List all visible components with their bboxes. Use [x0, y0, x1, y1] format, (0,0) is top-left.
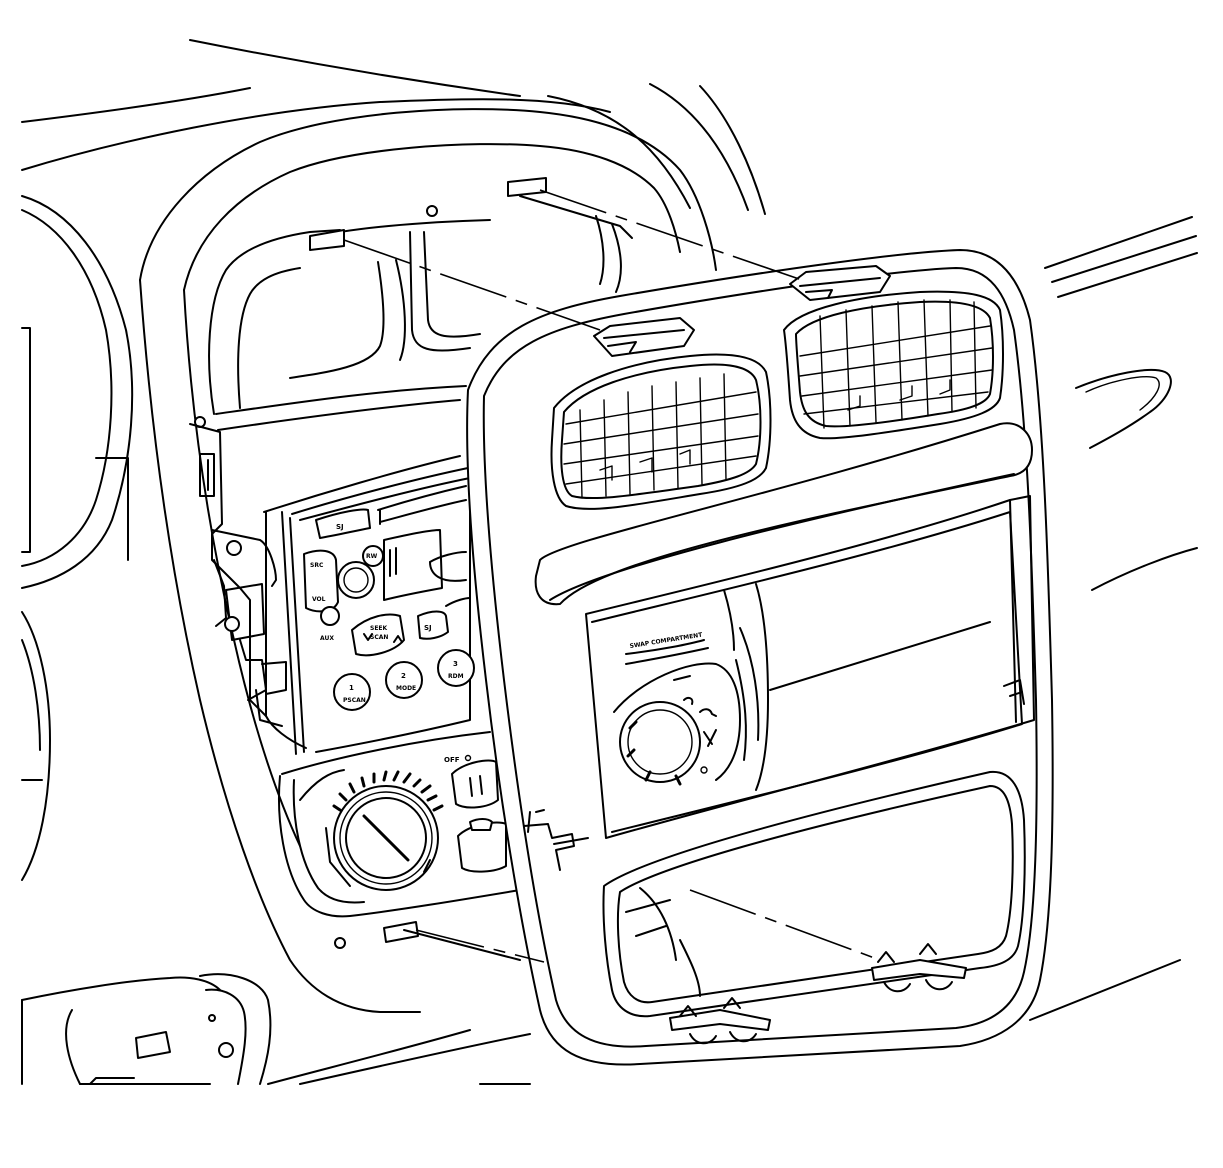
volume-top-label: SRC: [310, 562, 324, 569]
floor-console-detail: [21, 999, 135, 1085]
preset-label-3: 3: [453, 660, 458, 668]
preset-button-2-icon: [385, 661, 423, 699]
dashboard-background: [21, 39, 1198, 1085]
preset-button-1-icon: [333, 673, 371, 711]
radio-small-label: RW: [366, 553, 378, 560]
alignment-leader-lines: [343, 189, 881, 963]
hvac-control-assembly: OFF: [278, 731, 521, 961]
preset-label-1: 1: [349, 684, 354, 692]
preset-caption-3: RDM: [448, 673, 464, 680]
preset-label-2: 2: [401, 672, 406, 680]
volume-knob-icon: [337, 561, 375, 599]
seek-label: SEEK: [370, 625, 388, 632]
temperature-knob-icon: [345, 797, 427, 879]
scan-label: SCAN: [370, 634, 388, 641]
volume-bottom-label: VOL: [312, 596, 326, 603]
radio-aux-label: AUX: [320, 635, 334, 642]
radio-assembly: SJ SRC VOL RW AUX SEEK SCAN SJ 1 PSCAN: [189, 423, 475, 755]
preset-caption-2: MODE: [396, 685, 416, 692]
radio-button-side-label: SJ: [424, 624, 432, 632]
instrument-panel-bezel: SWAP COMPARTMENT: [466, 249, 1054, 1066]
radio-button-top-label: SJ: [336, 523, 344, 531]
hvac-off-label: OFF: [444, 756, 460, 764]
preset-caption-1: PSCAN: [343, 697, 366, 704]
preset-button-3-icon: [437, 649, 475, 687]
